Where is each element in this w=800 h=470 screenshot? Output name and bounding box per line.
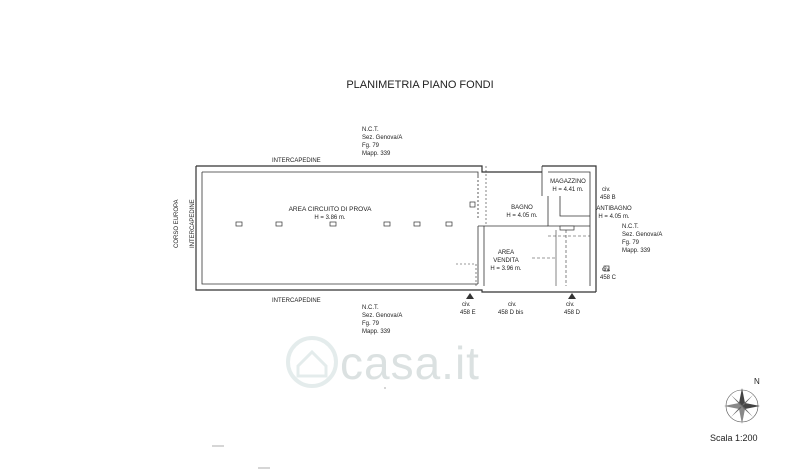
nct-top-line-1: N.C.T. [362, 127, 379, 133]
nct-right-line-1: N.C.T. [622, 224, 639, 230]
civic-458e-prefix: civ. [462, 302, 471, 308]
intercapedine-top-label: INTERCAPEDINE [272, 158, 321, 164]
nct-top-line-2: Sez. Genova/A [362, 135, 402, 141]
plan-title: PLANIMETRIA PIANO FONDI [346, 79, 493, 91]
nct-top-line-4: Mapp. 339 [362, 151, 391, 157]
nct-bottom-block: N.C.T. Sez. Genova/A Fg. 79 Mapp. 339 [362, 305, 402, 335]
civic-458d-prefix: civ. [566, 302, 575, 308]
corso-europa-label: CORSO EUROPA [174, 199, 180, 248]
intercapedine-bottom-label: INTERCAPEDINE [272, 298, 321, 304]
room-bagno-height: H = 4.05 m. [506, 213, 538, 219]
room-area-circuito-height: H = 3.86 m. [314, 215, 346, 221]
civic-458d-number: 458 D [564, 310, 581, 316]
civic-marker-icons [466, 293, 576, 299]
room-area-vendita-name-1: AREA [498, 250, 514, 256]
room-antibagno-name: ANTIBAGNO [596, 206, 632, 212]
scale-label: Scala 1:200 [710, 433, 758, 443]
room-area-vendita-name-2: VENDITA [493, 258, 519, 264]
watermark-house-icon [286, 336, 338, 388]
room-magazzino-height: H = 4.41 m. [552, 187, 584, 193]
compass-north-label: N [754, 377, 760, 386]
room-magazzino-name: MAGAZZINO [550, 179, 586, 185]
civic-458dbis-prefix: civ. [508, 302, 517, 308]
civic-458dbis-number: 458 D bis [498, 310, 523, 316]
civic-458e-number: 458 E [460, 310, 476, 316]
nct-right-line-3: Fg. 79 [622, 240, 640, 246]
room-antibagno-height: H = 4.05 m. [598, 214, 630, 220]
intercapedine-left-label: INTERCAPEDINE [190, 199, 196, 248]
civic-458c-prefix: civ. [602, 267, 611, 273]
nct-bottom-line-4: Mapp. 339 [362, 329, 391, 335]
nct-top-line-3: Fg. 79 [362, 143, 380, 149]
civic-458c-number: 458 C [600, 275, 617, 281]
nct-bottom-line-2: Sez. Genova/A [362, 313, 402, 319]
nct-right-line-4: Mapp. 339 [622, 248, 651, 254]
registration-marks [212, 387, 386, 469]
nct-bottom-line-3: Fg. 79 [362, 321, 380, 327]
civic-458b-number: 458 B [600, 195, 616, 201]
nct-right-line-2: Sez. Genova/A [622, 232, 662, 238]
watermark-text: casa.it [340, 337, 480, 389]
room-area-circuito-name: AREA CIRCUITO DI PROVA [289, 206, 372, 213]
building-walls [195, 165, 597, 293]
room-area-vendita-height: H = 3.96 m. [490, 266, 522, 272]
room-bagno-name: BAGNO [511, 205, 533, 211]
nct-right-block: N.C.T. Sez. Genova/A Fg. 79 Mapp. 339 [622, 224, 662, 254]
compass-rose-icon [724, 388, 760, 424]
column-marks [235, 201, 610, 272]
nct-top-block: N.C.T. Sez. Genova/A Fg. 79 Mapp. 339 [362, 127, 402, 157]
civic-458b-prefix: civ. [602, 187, 611, 193]
nct-bottom-line-1: N.C.T. [362, 305, 379, 311]
